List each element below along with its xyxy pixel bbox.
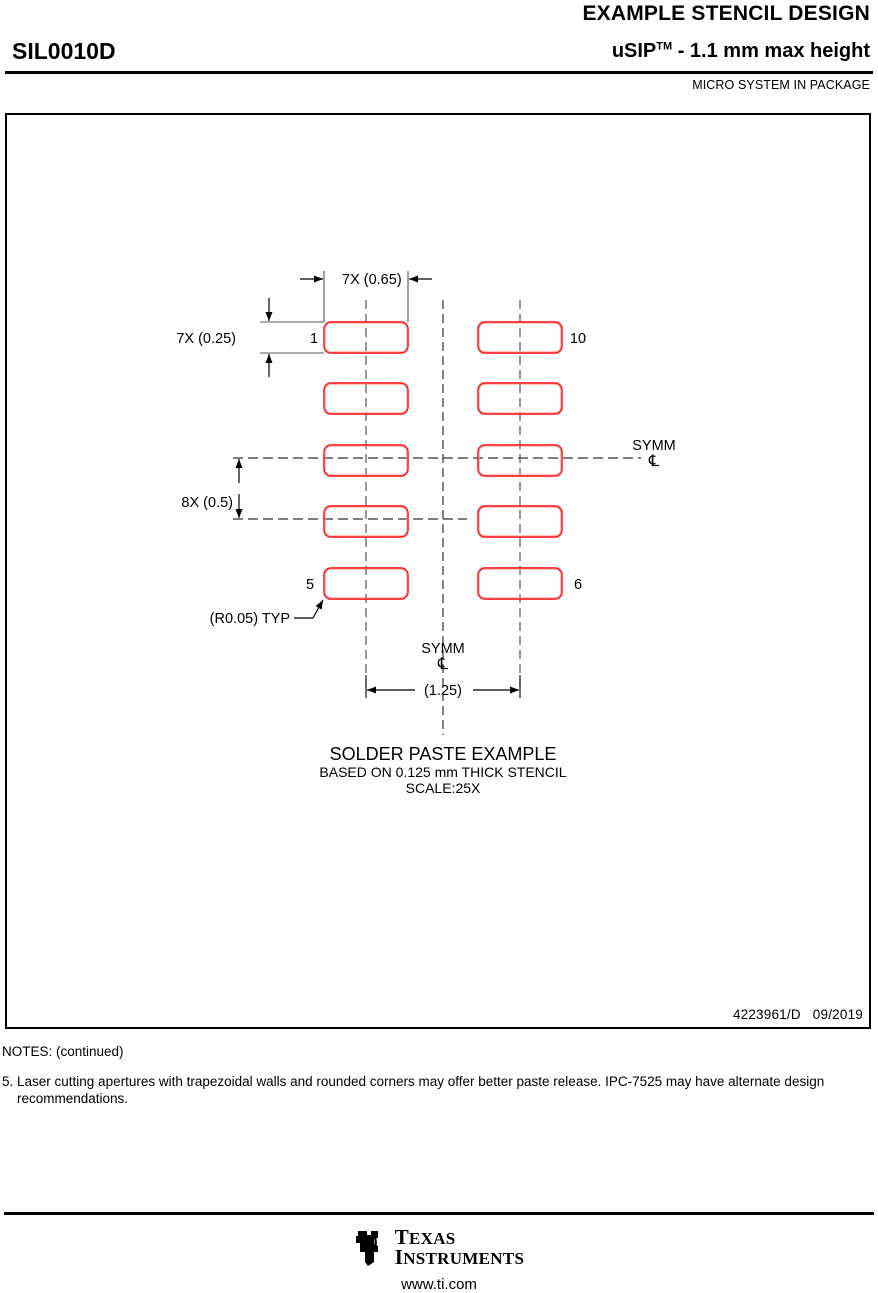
texas-instruments-logo-icon xyxy=(355,1231,378,1266)
package-description: uSIPTM - 1.1 mm max height xyxy=(612,40,870,63)
paste-pads-left-column xyxy=(323,321,409,600)
package-height-text: - 1.1 mm max height xyxy=(677,40,870,62)
paste-pads-left-highlight xyxy=(324,322,408,599)
symm-label-right: SYMM xyxy=(632,438,676,454)
drawing-caption-scale: SCALE:25X xyxy=(406,780,481,796)
drawing-frame: 7X (0.65) 7X (0.25) 8X (0.5) (1.25) xyxy=(5,113,871,1029)
corner-radius-leader xyxy=(294,599,324,619)
pad-width-dimension-label: 7X (0.65) xyxy=(342,272,402,288)
package-family-label: MICRO SYSTEM IN PACKAGE xyxy=(692,78,870,92)
paste-pads-right-column xyxy=(477,321,563,600)
paste-pad-3-inner xyxy=(324,445,408,476)
paste-pad-6 xyxy=(477,567,563,600)
paste-pad-5-inner xyxy=(324,568,408,599)
ti-logo-row: TEXAS INSTRUMENTS xyxy=(354,1225,525,1269)
column-span-extension-lines xyxy=(365,675,521,698)
vertical-centerlines xyxy=(365,300,521,735)
ti-wordmark: TEXAS INSTRUMENTS xyxy=(394,1225,525,1269)
paste-pad-7-inner xyxy=(478,506,562,537)
paste-pad-1-inner xyxy=(324,322,408,353)
paste-pads-right-highlight xyxy=(478,322,562,599)
footer-divider-rule xyxy=(4,1212,874,1215)
pin-label-5: 5 xyxy=(306,577,314,593)
pad-height-dimension-label: 7X (0.25) xyxy=(176,331,236,347)
drawing-caption-title: SOLDER PASTE EXAMPLE xyxy=(330,744,557,764)
trademark-symbol: TM xyxy=(656,40,673,53)
corner-radius-label: (R0.05) TYP xyxy=(210,611,290,627)
ti-wordmark-texas: TEXAS xyxy=(394,1225,456,1250)
paste-pad-3 xyxy=(323,444,409,477)
paste-pad-7 xyxy=(477,505,563,538)
paste-pad-8 xyxy=(477,444,563,477)
paste-pad-2-inner xyxy=(324,383,408,414)
ti-wordmark-instruments: INSTRUMENTS xyxy=(394,1245,525,1269)
paste-pad-4-inner xyxy=(324,506,408,537)
doc-date-value: 09/2019 xyxy=(812,1007,863,1022)
note-item-5: 5. Laser cutting apertures with trapezoi… xyxy=(2,1074,825,1106)
ti-website-url: www.ti.com xyxy=(401,1276,477,1293)
drawing-document-number: 4223961/D 09/2019 xyxy=(733,1007,863,1022)
page-header: EXAMPLE STENCIL DESIGN SIL0010D uSIPTM -… xyxy=(0,0,878,113)
paste-pad-8-inner xyxy=(478,445,562,476)
notes-heading: NOTES: (continued) xyxy=(2,1044,124,1059)
package-name: uSIP xyxy=(611,40,657,62)
centerline-glyph-right: ℄ xyxy=(648,453,660,470)
pin-label-6: 6 xyxy=(574,577,582,593)
pitch-dimension-label: 8X (0.5) xyxy=(181,495,233,511)
paste-pad-6-inner xyxy=(478,568,562,599)
paste-pad-10 xyxy=(477,321,563,354)
paste-pad-2 xyxy=(323,382,409,415)
doc-number-value: 4223961/D xyxy=(732,1007,801,1022)
pad-height-extension-lines xyxy=(260,321,324,354)
ti-footer-logo-block: TEXAS INSTRUMENTS www.ti.com xyxy=(0,1225,878,1293)
paste-pad-9 xyxy=(477,382,563,415)
header-divider-rule xyxy=(5,71,873,74)
part-number-title: SIL0010D xyxy=(12,38,116,64)
paste-pad-1 xyxy=(323,321,409,354)
paste-pad-5 xyxy=(323,567,409,600)
paste-pad-10-inner xyxy=(478,322,562,353)
centerline-glyph-bottom: ℄ xyxy=(437,656,449,673)
pad-width-extension-lines xyxy=(323,271,409,322)
stencil-drawing: 7X (0.65) 7X (0.25) 8X (0.5) (1.25) xyxy=(176,271,676,796)
symm-label-bottom: SYMM xyxy=(421,641,465,657)
pin-label-10: 10 xyxy=(570,331,586,347)
column-span-dimension-label: (1.25) xyxy=(424,683,462,699)
example-stencil-design-title: EXAMPLE STENCIL DESIGN xyxy=(582,2,870,25)
pin-label-1: 1 xyxy=(310,331,318,347)
drawing-caption-stencil: BASED ON 0.125 mm THICK STENCIL xyxy=(319,764,566,780)
paste-pad-4 xyxy=(323,505,409,538)
notes-section: NOTES: (continued) 5. Laser cutting aper… xyxy=(2,1044,874,1107)
paste-pad-9-inner xyxy=(478,383,562,414)
